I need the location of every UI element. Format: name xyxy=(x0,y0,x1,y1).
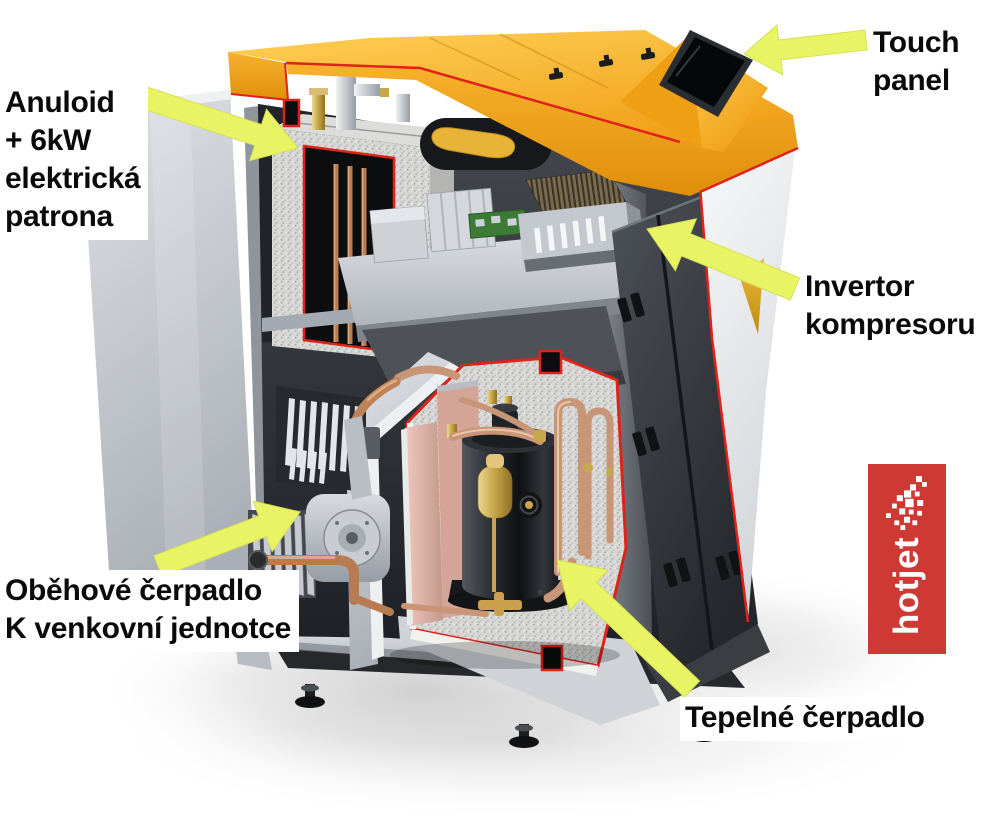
label-line: Tepelné čerpadlo xyxy=(685,701,925,734)
hotjet-logo: hotjet xyxy=(868,464,946,654)
frame-tube-cut xyxy=(282,98,301,128)
arrow-to-touch-panel xyxy=(743,24,868,76)
din-relay-box xyxy=(369,205,429,264)
control-pcb xyxy=(468,208,528,239)
label-invertor: Invertor kompresoru xyxy=(800,266,984,348)
callout-arrows xyxy=(125,24,868,698)
label-line: + 6kW xyxy=(5,124,92,157)
service-valve xyxy=(516,492,542,518)
label-touch-panel: Touch panel xyxy=(868,22,968,104)
label-tepelne-cerpadlo: Tepelné čerpadlo xyxy=(680,697,933,741)
arrow-to-circulation-pump xyxy=(153,500,301,577)
front-door-panels xyxy=(611,194,758,678)
touch-screen xyxy=(667,37,745,107)
arrow-to-inverter xyxy=(646,218,801,301)
label-line: kompresoru xyxy=(805,308,976,341)
adjustable-foot xyxy=(509,724,539,748)
label-line: K venkovní jednotce xyxy=(5,612,292,645)
adjustable-foot xyxy=(295,684,325,708)
frame-tube-cut xyxy=(538,349,563,375)
label-line: Anuloid xyxy=(5,86,115,119)
panel-handle xyxy=(420,118,552,170)
cable-clips xyxy=(548,47,656,80)
arrow-to-anuloid xyxy=(125,81,299,162)
label-line: Oběhové čerpadlo xyxy=(5,574,262,607)
label-line: patrona xyxy=(5,200,113,233)
label-anuloid: Anuloid + 6kW elektrická patrona xyxy=(0,82,149,240)
arrow-to-compressor xyxy=(556,559,701,698)
label-line: elektrická xyxy=(5,162,141,195)
label-obehove-cerpadlo: Oběhové čerpadlo K venkovní jednotce xyxy=(0,570,300,652)
frame-tube-cut xyxy=(540,644,564,672)
pixel-snowflake-icon xyxy=(886,476,927,530)
copper-piping xyxy=(394,365,614,617)
label-line: Touch xyxy=(873,26,960,59)
brass-fittings xyxy=(478,430,614,616)
label-line: Invertor xyxy=(805,270,915,303)
touch-panel-console xyxy=(620,30,768,152)
top-cover xyxy=(228,30,799,196)
tank-valves xyxy=(309,76,410,130)
hotjet-logo-text: hotjet xyxy=(887,536,926,636)
door-hinges xyxy=(617,292,743,588)
label-line: panel xyxy=(873,64,950,97)
brass-accumulator xyxy=(477,454,513,592)
